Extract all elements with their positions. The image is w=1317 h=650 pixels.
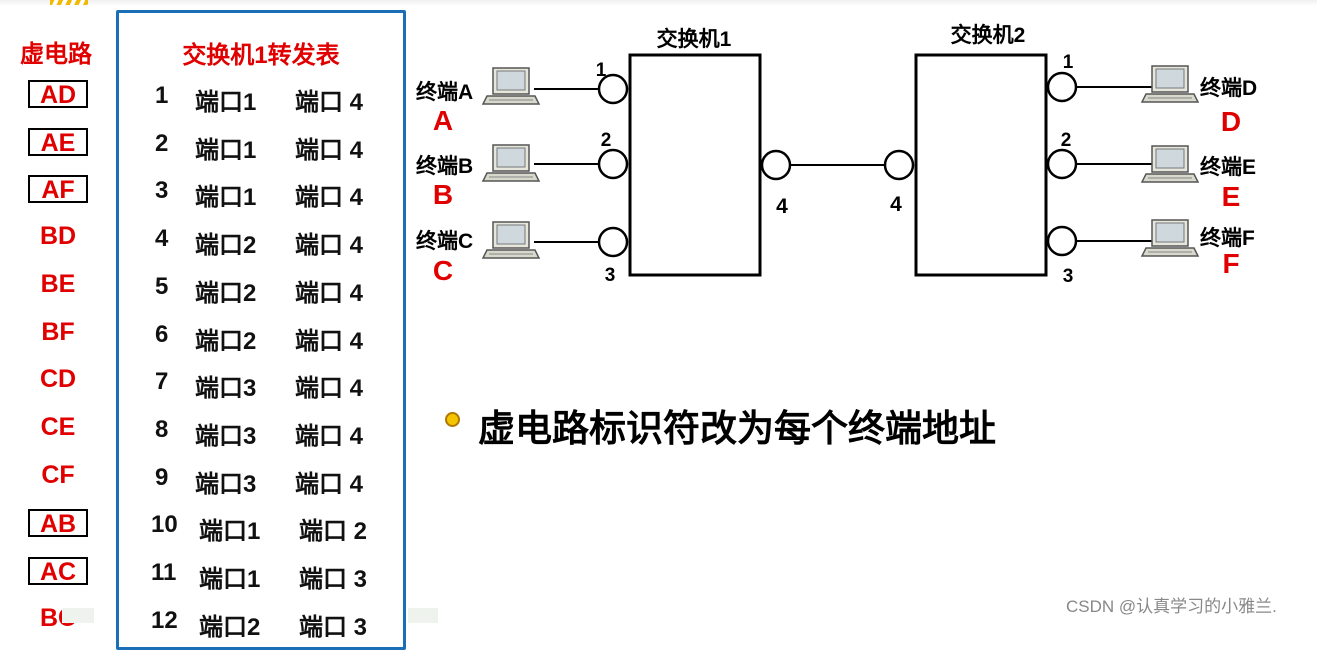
terminal-a-letter: A <box>433 105 453 136</box>
terminal-d: 1 终端D D <box>1046 52 1257 137</box>
switch2-port-4-label: 4 <box>890 193 902 216</box>
row-out-port: 端口 4 <box>295 232 364 260</box>
row-out-port: 端口 3 <box>299 566 368 593</box>
computer-icon <box>1141 219 1199 257</box>
row-in-port: 端口2 <box>195 327 257 355</box>
row-in-port: 端口1 <box>195 184 257 212</box>
switch1-port-4-label: 4 <box>776 195 788 218</box>
row-in-port: 端口2 <box>195 279 257 307</box>
row-id: 4 <box>155 225 169 253</box>
row-in-port: 端口1 <box>195 136 257 164</box>
terminal-c-name: 终端C <box>416 229 473 253</box>
switch2-port-4 <box>883 149 915 181</box>
row-out-port: 端口 4 <box>295 184 364 212</box>
virtual-circuit-item: BD <box>39 222 77 251</box>
computer-icon <box>482 144 540 182</box>
row-id: 3 <box>155 177 169 205</box>
port-3-label: 3 <box>1063 266 1074 287</box>
bullet-icon <box>445 412 460 427</box>
virtual-circuit-item: AD <box>28 80 88 108</box>
virtual-circuit-item: BE <box>40 269 76 298</box>
switch2-label: 交换机2 <box>951 23 1026 47</box>
bottom-fragment <box>62 608 94 623</box>
row-id: 11 <box>151 559 177 586</box>
row-out-port: 端口 4 <box>295 89 364 116</box>
top-band <box>0 0 1317 6</box>
port-1-label: 1 <box>1063 52 1074 73</box>
switch2-box <box>914 53 1048 277</box>
row-in-port: 端口3 <box>195 422 257 450</box>
virtual-circuit-title: 虚电路 <box>20 41 92 68</box>
row-out-port: 端口 4 <box>295 279 364 307</box>
terminal-d-letter: D <box>1221 106 1241 137</box>
row-id: 9 <box>155 463 169 491</box>
virtual-circuit-item: CE <box>40 412 76 441</box>
terminal-b-name: 终端B <box>416 154 473 178</box>
virtual-circuit-item: CF <box>41 460 75 489</box>
logo-stripes <box>50 0 88 5</box>
terminal-f-name: 终端F <box>1200 226 1255 250</box>
row-id: 8 <box>155 415 169 443</box>
row-in-port: 端口1 <box>195 89 257 116</box>
bullet-text: 虚电路标识符改为每个终端地址 <box>478 408 996 449</box>
row-in-port: 端口3 <box>195 470 257 498</box>
switch2-port-3 <box>1046 225 1078 257</box>
terminal-e-name: 终端E <box>1200 155 1256 179</box>
virtual-circuit-item: BF <box>41 317 75 346</box>
terminal-f-letter: F <box>1222 248 1239 279</box>
port-1-label: 1 <box>596 60 607 81</box>
terminal-e-letter: E <box>1222 181 1241 212</box>
terminal-b: 终端B B 2 <box>416 130 629 210</box>
switch1-port-3 <box>597 226 629 258</box>
row-out-port: 端口 4 <box>295 422 364 450</box>
switch2-port-1 <box>1046 71 1078 103</box>
computer-icon <box>482 67 540 105</box>
terminal-e: 2 终端E E <box>1046 130 1256 212</box>
terminal-a: 终端A A 1 <box>416 60 629 136</box>
terminal-c: 终端C C 3 <box>416 221 629 286</box>
virtual-circuit-item: AB <box>28 509 88 538</box>
forwarding-table-title: 交换机1转发表 <box>182 42 340 69</box>
row-out-port: 端口 4 <box>295 375 364 403</box>
virtual-circuit-item: AC <box>28 557 88 585</box>
row-out-port: 端口 2 <box>299 518 368 546</box>
network-diagram: 交换机1 交换机2 4 4 终端A A 1 终端B B 2 终端C C 3 1 <box>416 23 1257 287</box>
virtual-circuit-item: AE <box>28 127 88 156</box>
terminal-b-letter: B <box>433 179 453 210</box>
row-id: 6 <box>155 320 169 348</box>
row-in-port: 端口3 <box>195 375 257 403</box>
virtual-circuit-item: AF <box>28 175 88 204</box>
switch2-port-2 <box>1046 148 1078 180</box>
virtual-circuit-item: CD <box>39 365 77 394</box>
port-2-label: 2 <box>601 130 612 151</box>
watermark: CSDN @认真学习的小雅兰. <box>1066 597 1277 616</box>
row-id: 2 <box>155 129 169 157</box>
row-out-port: 端口 4 <box>295 136 364 164</box>
row-id: 5 <box>155 272 169 300</box>
switch1-label: 交换机1 <box>657 27 732 51</box>
computer-icon <box>1141 65 1199 103</box>
computer-icon <box>482 221 540 259</box>
switch1-box <box>628 53 762 277</box>
switch1-port-1 <box>597 73 629 105</box>
switch1-port-2 <box>597 148 629 180</box>
terminal-f: 3 终端F F <box>1046 219 1255 287</box>
row-id: 1 <box>155 82 169 109</box>
bottom-fragment <box>408 608 438 623</box>
switch1-port-4 <box>760 149 792 181</box>
terminal-d-name: 终端D <box>1200 76 1257 100</box>
terminal-a-name: 终端A <box>416 80 473 104</box>
row-in-port: 端口1 <box>199 518 261 546</box>
row-in-port: 端口2 <box>195 232 257 260</box>
row-in-port: 端口1 <box>199 566 261 593</box>
port-3-label: 3 <box>605 265 616 286</box>
row-id: 7 <box>155 368 169 396</box>
terminal-c-letter: C <box>433 255 453 286</box>
row-id: 10 <box>151 511 178 539</box>
row-out-port: 端口 4 <box>295 470 364 498</box>
port-2-label: 2 <box>1061 130 1072 151</box>
row-out-port: 端口 4 <box>295 327 364 355</box>
